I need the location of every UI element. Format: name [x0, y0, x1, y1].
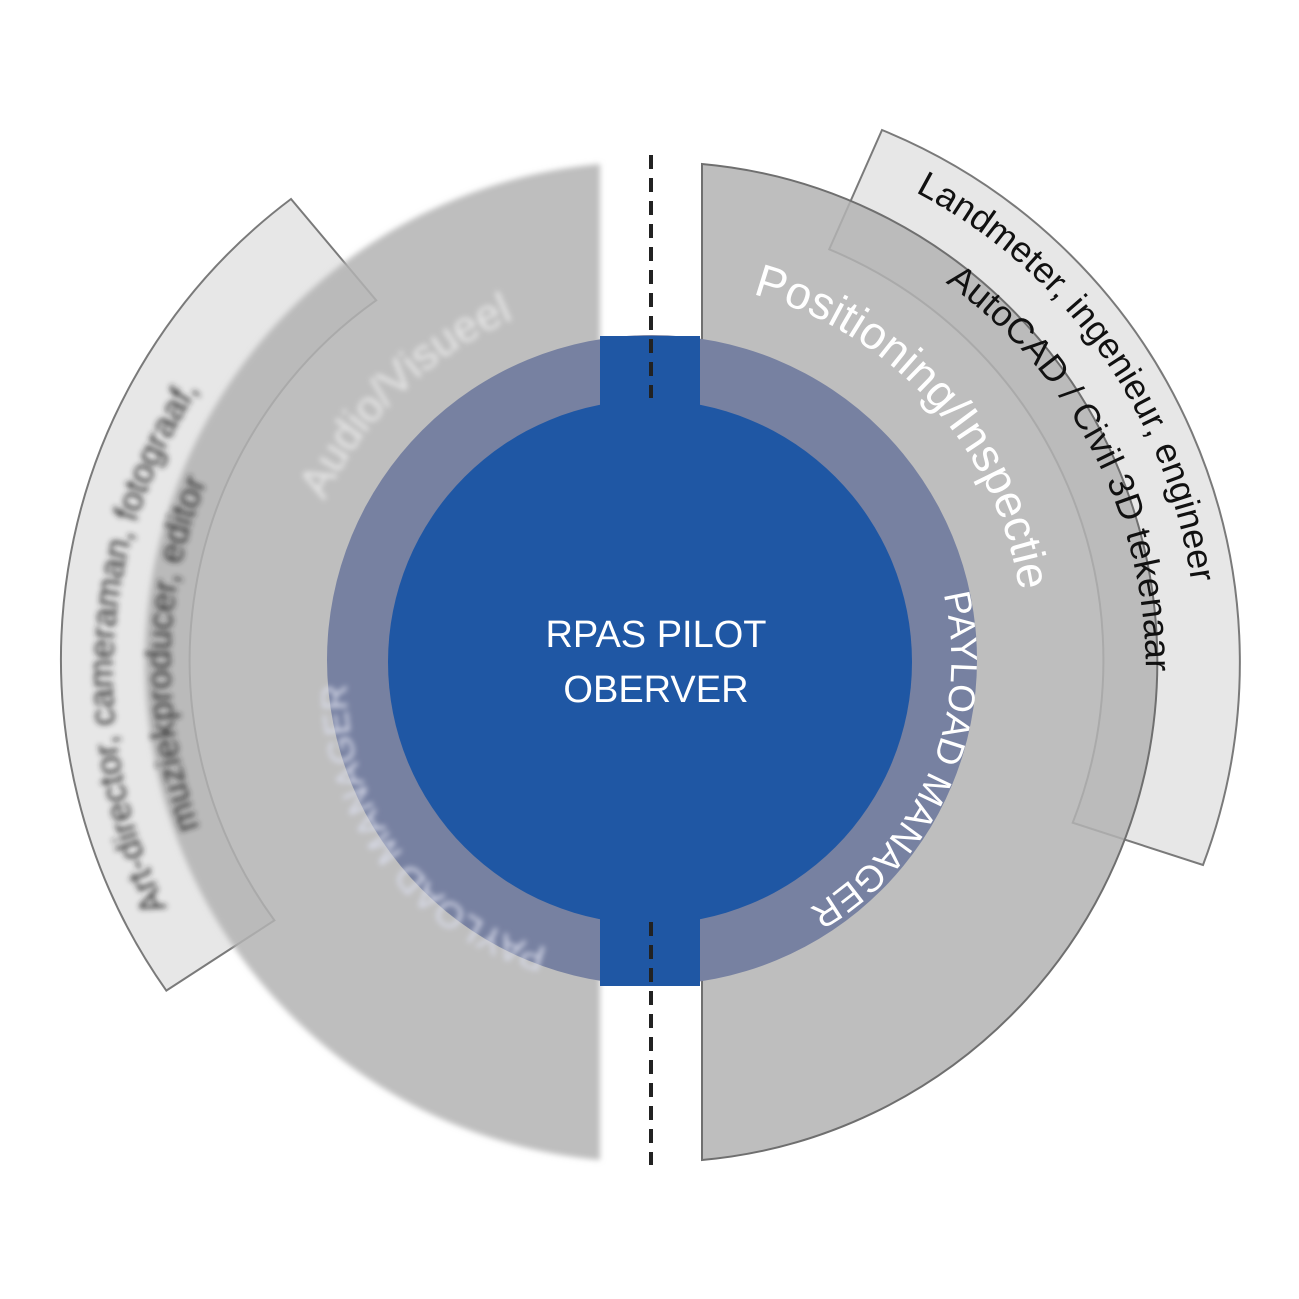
center-subtitle: OBERVER — [563, 669, 748, 711]
center-channel — [600, 336, 700, 986]
center-title: RPAS PILOT — [545, 614, 766, 656]
